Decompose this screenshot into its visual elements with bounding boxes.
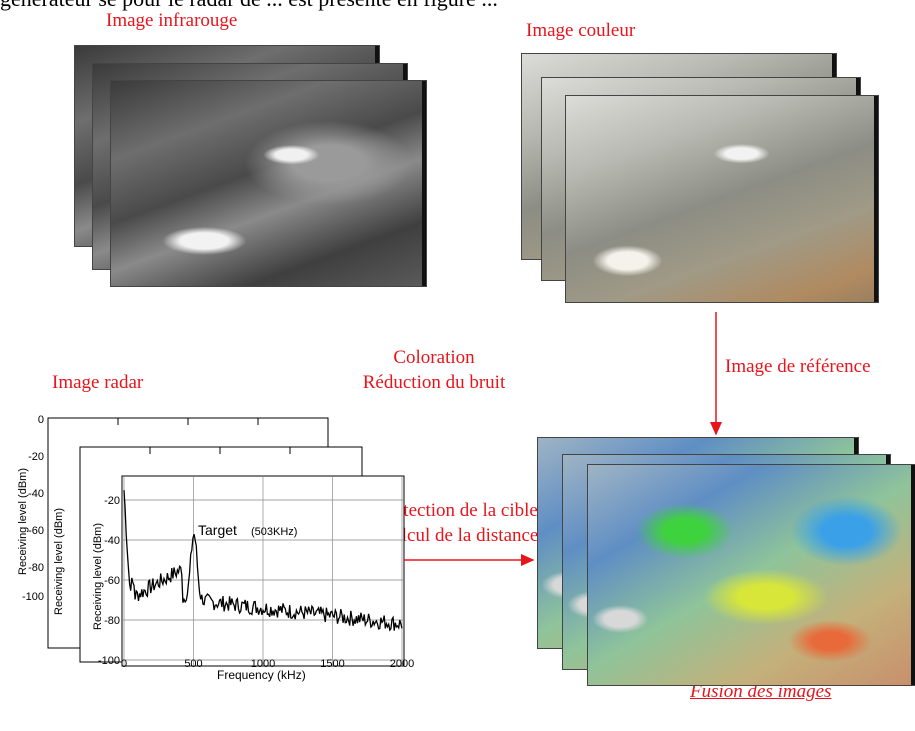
label-image-couleur: Image couleur: [526, 20, 636, 41]
y-tick-label: -80: [104, 615, 120, 627]
x-tick-label: 1000: [251, 658, 275, 670]
label-detection-block: Détection de la cible Calcul de la dista…: [362, 498, 557, 548]
x-tick-label: 0: [121, 658, 127, 670]
fused-image-front: [588, 465, 915, 685]
label-coloration-block: Coloration Réduction du bruit: [344, 345, 524, 395]
label-image-reference: Image de référence: [725, 356, 871, 377]
back-tick-5: -100: [22, 591, 44, 603]
back-tick-1: -20: [28, 451, 44, 463]
label-fusion-images: Fusion des images: [690, 681, 832, 702]
front-xlabel: Frequency (kHz): [217, 668, 306, 682]
y-tick-label: -60: [104, 575, 120, 587]
back-tick-3: -60: [28, 525, 44, 537]
label-coloration: Coloration: [393, 347, 475, 368]
mid-ylabel: Receiving level (dBm): [53, 508, 65, 615]
label-reduction-bruit: Réduction du bruit: [362, 372, 506, 393]
back-tick-4: -80: [28, 562, 44, 574]
front-ylabel: Receiving level (dBm): [92, 523, 104, 630]
x-tick-label: 1500: [320, 658, 344, 670]
y-tick-label: -20: [104, 495, 120, 507]
label-calcul-distance: Calcul de la distance: [380, 525, 539, 546]
label-detection-cible: Détection de la cible: [381, 500, 538, 521]
infrared-image-front: [111, 81, 426, 286]
color-image-front: [566, 96, 878, 302]
x-tick-label: 500: [184, 658, 202, 670]
y-tick-label: -100: [98, 655, 120, 667]
annotation-freq: (503KHz): [251, 526, 297, 538]
y-tick-label: -40: [104, 535, 120, 547]
label-image-infrarouge: Image infrarouge: [106, 10, 238, 31]
radar-signal-line: [123, 490, 403, 632]
label-image-radar: Image radar: [52, 372, 144, 393]
x-tick-label: 2000: [390, 658, 414, 670]
annotation-target: Target: [198, 522, 237, 538]
back-tick-0: 0: [38, 414, 44, 426]
back-tick-2: -40: [28, 488, 44, 500]
back-ylabel: Receiving level (dBm): [17, 468, 29, 575]
partial-top-text: générateur sé pour le radar de ... est p…: [0, 0, 498, 12]
